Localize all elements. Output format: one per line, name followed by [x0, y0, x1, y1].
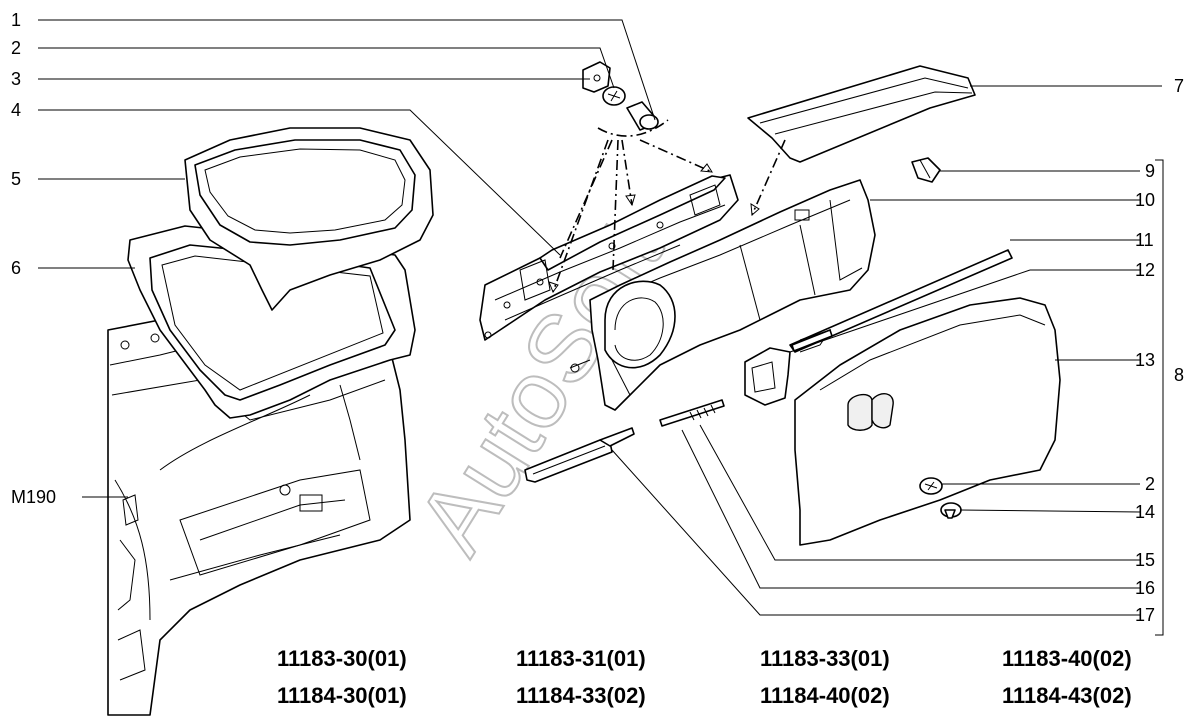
callout-3: 3 [11, 69, 21, 89]
part-9-bumper [911, 157, 941, 183]
part-3-clip [582, 61, 611, 93]
callout-5: 5 [11, 169, 21, 189]
callout-10: 10 [1135, 190, 1155, 210]
callout-6: 6 [11, 258, 21, 278]
callout-14: 14 [1135, 502, 1155, 522]
part-6-seal-frame [127, 225, 416, 419]
part-15-rod [659, 399, 725, 427]
part-14-screw [940, 502, 962, 519]
callout-8-group: 8 [1174, 365, 1184, 385]
callout-9: 9 [1145, 161, 1155, 181]
callout-12: 12 [1135, 260, 1155, 280]
callout-2: 2 [11, 38, 21, 58]
callout-2-right: 2 [1145, 474, 1155, 494]
code-r2c1: 11184-30(01) [277, 683, 407, 708]
part-7-trim-strip [747, 65, 976, 163]
code-r2c3: 11184-40(02) [760, 683, 890, 708]
callouts-left: 1 2 3 4 5 6 M190 [11, 10, 56, 507]
part-13-lid [794, 297, 1061, 546]
part-10-housing [569, 179, 876, 411]
code-r1c4: 11183-40(02) [1002, 646, 1132, 671]
code-r2c4: 11184-43(02) [1002, 683, 1132, 708]
part-12-lock [744, 347, 791, 406]
code-r2c2: 11184-33(02) [516, 683, 646, 708]
part-1-screw [626, 101, 659, 131]
part-2-washer-top [602, 86, 626, 106]
part-2-washer-right [919, 477, 943, 495]
callout-13: 13 [1135, 350, 1155, 370]
part-17-pad [524, 427, 635, 483]
part-4-bracket [479, 174, 739, 341]
callout-7: 7 [1174, 76, 1184, 96]
part-5-glovebox-bin [184, 127, 434, 311]
part-16-spring [791, 329, 833, 352]
code-r1c1: 11183-30(01) [277, 646, 407, 671]
callout-1: 1 [11, 10, 21, 30]
callout-11: 11 [1135, 230, 1154, 250]
callout-17: 17 [1135, 605, 1155, 625]
callout-m190: M190 [11, 487, 56, 507]
assembly-arrows [548, 119, 786, 294]
leader-lines [38, 19, 1164, 636]
callouts-right: 7 9 10 11 12 13 2 14 15 16 17 8 [1135, 76, 1184, 625]
callout-15: 15 [1135, 550, 1155, 570]
callout-4: 4 [11, 100, 21, 120]
model-codes: 11183-30(01) 11183-31(01) 11183-33(01) 1… [277, 646, 1132, 708]
code-r1c3: 11183-33(01) [760, 646, 890, 671]
code-r1c2: 11183-31(01) [516, 646, 646, 671]
callout-16: 16 [1135, 578, 1155, 598]
